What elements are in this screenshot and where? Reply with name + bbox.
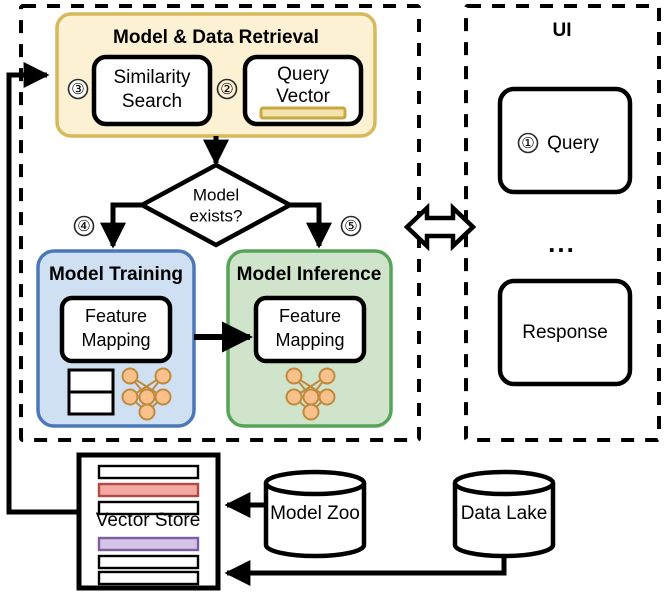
marker-two: ② — [216, 78, 238, 100]
inference-feature-mapping-node[interactable] — [253, 295, 367, 364]
marker-five-label: ⑤ — [344, 218, 357, 235]
marker-four-label: ④ — [77, 218, 90, 235]
vector-store-label: Vector Store — [96, 510, 201, 531]
vector-store-bar-5 — [97, 554, 200, 570]
marker-one-label: ① — [521, 135, 534, 152]
model-training-title: Model Training — [49, 264, 183, 285]
marker-five: ⑤ — [340, 215, 362, 237]
ui-response-node[interactable] — [497, 278, 633, 387]
model-zoo-label: Model Zoo — [270, 503, 360, 524]
arrow-decision-to-training — [100, 202, 142, 249]
data-lake-label: Data Lake — [461, 503, 548, 524]
similarity-search-label-2: Search — [122, 91, 182, 112]
bidirectional-arrow-icon — [403, 202, 477, 252]
neural-network-icon-inference — [285, 367, 336, 421]
data-lake-cylinder[interactable] — [452, 469, 556, 559]
vector-store-bar-3 — [97, 500, 200, 516]
arrow-data-lake-to-vector-store — [224, 556, 507, 586]
marker-three: ③ — [67, 78, 89, 100]
ui-ellipsis: ... — [548, 228, 576, 258]
model-inference-title: Model Inference — [237, 264, 382, 285]
training-feature-mapping-label-2: Mapping — [81, 330, 150, 350]
decision-label-1: Model — [193, 185, 239, 204]
query-vector-label-2: Vector — [276, 86, 331, 107]
marker-four: ④ — [73, 215, 95, 237]
decision-diamond[interactable] — [137, 162, 295, 248]
ui-query-node[interactable] — [497, 86, 633, 195]
similarity-search-label-1: Similarity — [113, 67, 191, 88]
vector-store-bar-1 — [97, 464, 200, 480]
marker-one: ① — [517, 132, 539, 154]
inference-feature-mapping-label-2: Mapping — [275, 330, 344, 350]
training-feature-mapping-node[interactable] — [59, 295, 173, 364]
marker-two-label: ② — [220, 81, 233, 98]
marker-three-label: ③ — [71, 81, 84, 98]
vector-store-bar-4-highlight-purple — [97, 536, 200, 552]
inference-feature-mapping-label-1: Feature — [279, 306, 341, 326]
training-feature-mapping-label-1: Feature — [85, 306, 147, 326]
ui-response-label: Response — [522, 322, 608, 343]
model-zoo-cylinder[interactable] — [263, 469, 367, 559]
vector-store-bar-6 — [97, 570, 200, 586]
query-vector-bar — [259, 106, 347, 120]
model-data-retrieval-title: Model & Data Retrieval — [113, 27, 319, 48]
neural-network-icon-training — [121, 367, 172, 421]
table-icon — [67, 368, 115, 416]
ui-panel-title: UI — [553, 20, 572, 41]
query-vector-label-1: Query — [277, 64, 329, 85]
ui-query-label: Query — [547, 133, 599, 154]
vector-store-bar-2-highlight-red — [97, 482, 200, 498]
decision-label-2: exists? — [190, 206, 243, 225]
similarity-search-node[interactable] — [91, 54, 213, 127]
arrow-vector-store-feedback — [6, 62, 79, 515]
arrow-decision-to-inference — [290, 202, 332, 249]
